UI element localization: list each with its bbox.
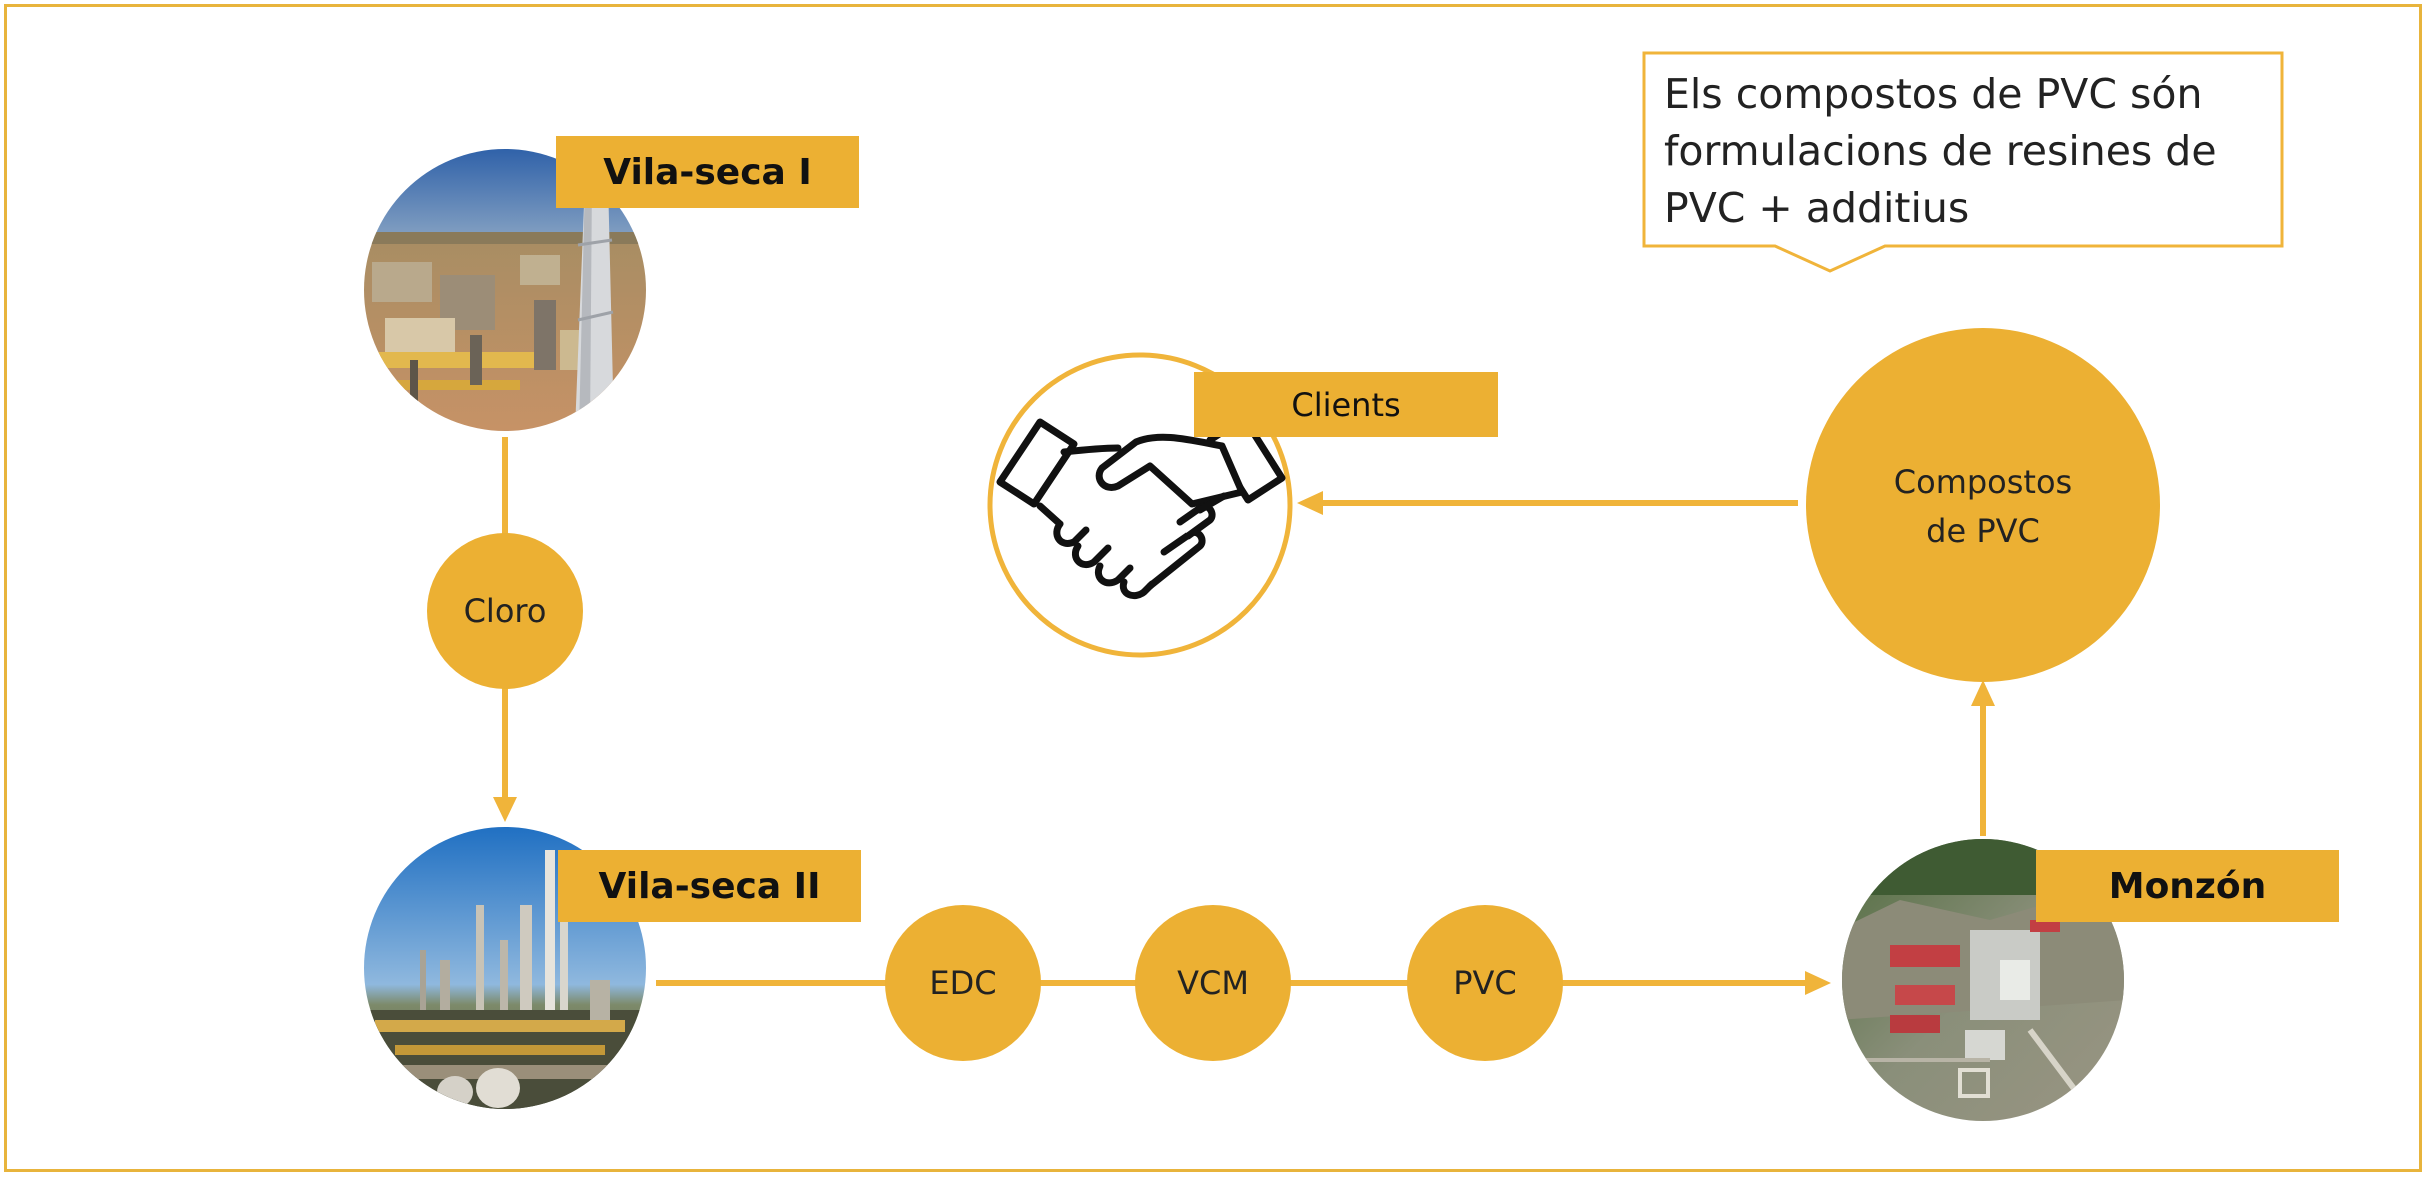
edc-label: EDC [929, 964, 996, 1002]
compostos-label-line1: Compostos [1894, 463, 2072, 501]
callout-line-1: Els compostos de PVC són [1664, 70, 2203, 118]
vcm-label: VCM [1177, 964, 1249, 1002]
arrowhead-right [1805, 971, 1831, 995]
callout-line-2: formulacions de resines de [1664, 127, 2217, 175]
label-vilaseca1: Vila-seca I [556, 136, 859, 208]
compostos-node [1806, 328, 2160, 682]
pvc-label: PVC [1453, 964, 1517, 1002]
arrowhead-left [1297, 491, 1323, 515]
arrowhead-down [493, 797, 517, 822]
handshake-icon [996, 414, 1286, 600]
callout-line-3: PVC + additius [1664, 184, 1970, 232]
cloro-node [427, 533, 583, 689]
cloro-label: Cloro [464, 592, 547, 630]
label-monzon: Monzón [2036, 850, 2339, 922]
callout-text: Els compostos de PVC són formulacions de… [1664, 66, 2264, 237]
label-vilaseca2: Vila-seca II [558, 850, 861, 922]
diagram-frame [4, 4, 2422, 1172]
compostos-label-line2: de PVC [1926, 512, 2040, 550]
label-clients: Clients [1194, 372, 1498, 437]
vcm-node [1135, 905, 1291, 1061]
pvc-node [1407, 905, 1563, 1061]
callout-box [1642, 51, 2284, 273]
edc-node [885, 905, 1041, 1061]
arrowhead-up [1971, 680, 1995, 706]
